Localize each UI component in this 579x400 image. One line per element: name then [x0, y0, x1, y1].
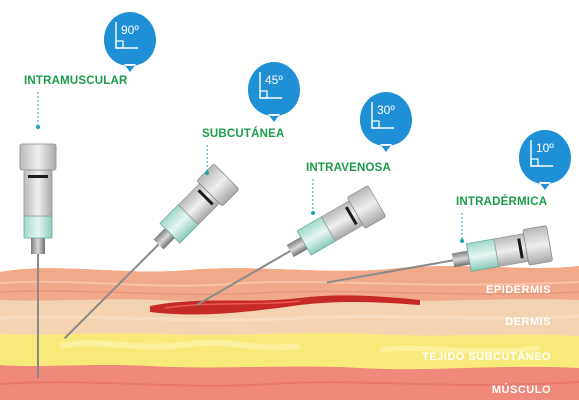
angle-value-30: 30º — [377, 103, 395, 117]
angle-value-45: 45º — [265, 73, 283, 87]
injection-label-intramuscular: INTRAMUSCULAR — [24, 75, 128, 87]
injection-label-subcutaneous: SUBCUTÁNEA — [202, 127, 285, 140]
layer-label-muscle: MÚSCULO — [492, 383, 551, 396]
pin-shape-45 — [248, 62, 300, 122]
angle-badge-45: 45º — [248, 62, 300, 122]
layer-label-dermis: DERMIS — [505, 316, 551, 328]
barrel-intradermal — [466, 239, 498, 271]
leader-dot-intramuscular — [36, 125, 40, 129]
leader-dot-intradermal — [460, 239, 464, 243]
barrel-intramuscular — [24, 216, 52, 238]
thumb-rest-intramuscular — [20, 144, 56, 170]
injection-label-intradermal: INTRADÉRMICA — [456, 195, 547, 208]
angle-badge-10: 10º — [519, 130, 571, 190]
pin-shape-10 — [519, 130, 571, 190]
leader-dot-subcutaneous — [205, 171, 209, 175]
injection-label-intravenous: INTRAVENOSA — [306, 162, 391, 174]
plunger-intradermal — [494, 234, 528, 267]
hub-intramuscular — [31, 236, 45, 254]
pin-shape-30 — [360, 92, 412, 152]
stopper-intramuscular — [28, 175, 48, 178]
angle-value-90: 90º — [121, 23, 139, 37]
layer-label-epidermis: EPIDERMIS — [486, 284, 551, 296]
label-intramuscular: INTRAMUSCULAR — [24, 75, 128, 129]
angle-badge-90: 90º — [104, 12, 156, 72]
angle-value-10: 10º — [536, 141, 554, 155]
angle-badge-30: 30º — [360, 92, 412, 152]
leader-dot-intravenous — [311, 211, 315, 215]
hub-intradermal — [452, 251, 470, 268]
layer-label-subcutaneous: TEJIDO SUBCUTÁNEO — [422, 350, 551, 363]
skin-layers — [0, 260, 579, 400]
pin-shape-90 — [104, 12, 156, 72]
